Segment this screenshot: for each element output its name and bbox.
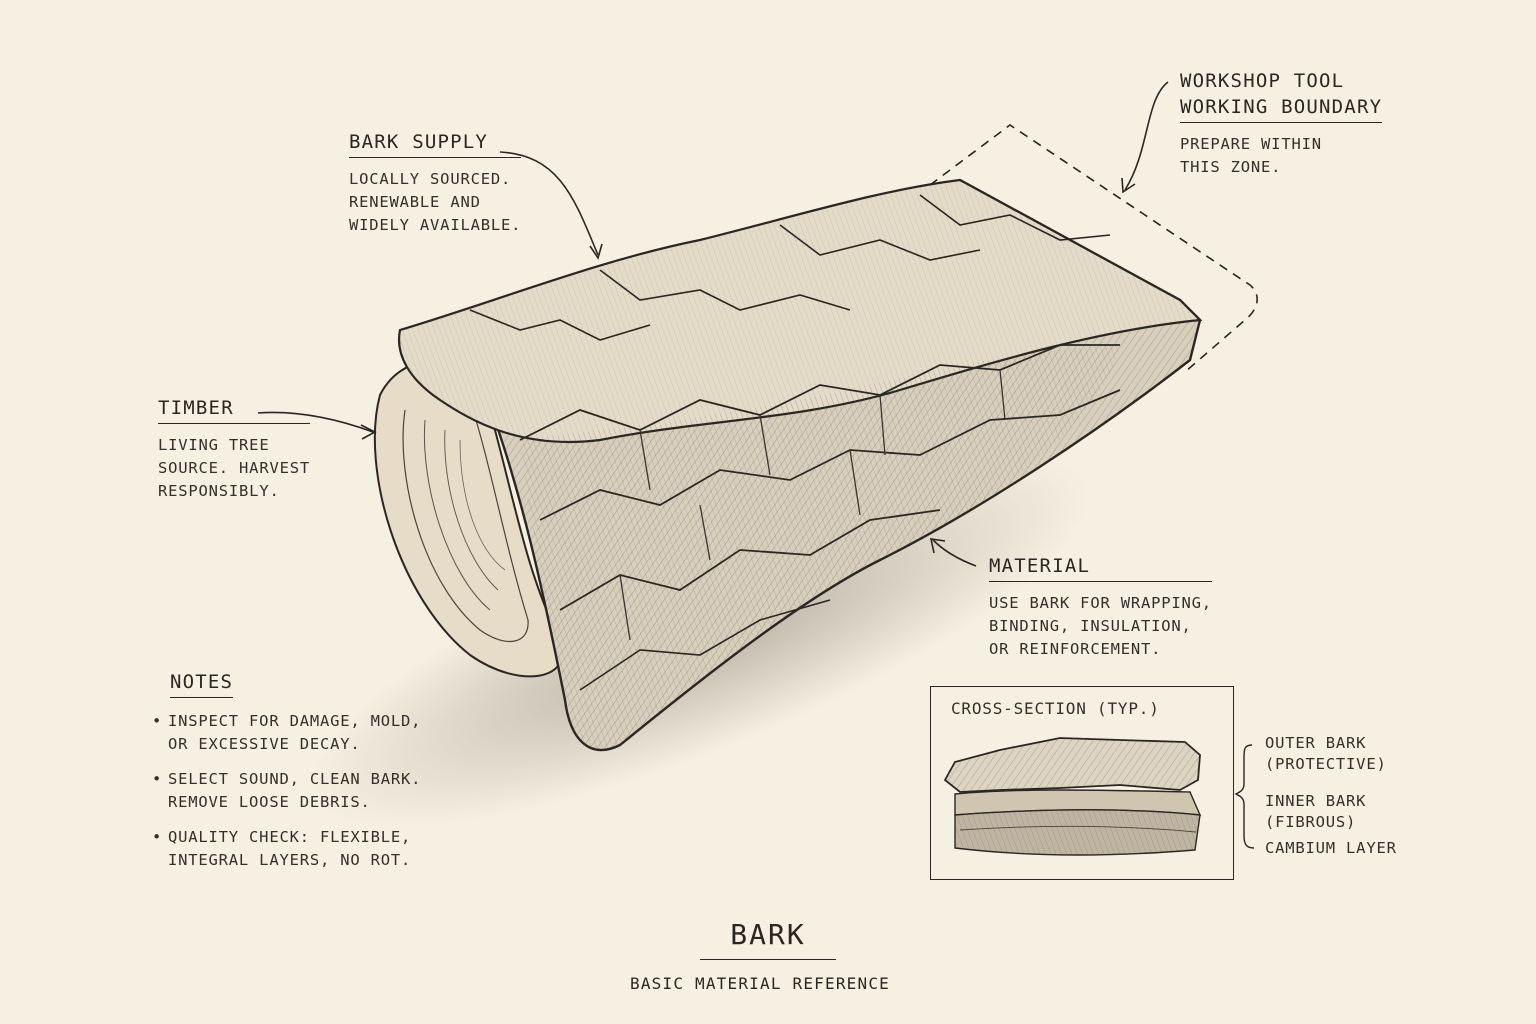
bullet-icon: •	[152, 828, 163, 846]
notes-section: NOTES •INSPECT FOR DAMAGE, MOLD, OR EXCE…	[152, 671, 421, 884]
log-bark-body	[397, 178, 1203, 752]
workshop-boundary-callout: WORKSHOP TOOL WORKING BOUNDARY PREPARE W…	[1180, 70, 1383, 179]
bark-supply-heading: BARK SUPPLY	[349, 131, 522, 158]
arrow-workshop	[1124, 81, 1169, 191]
bark-supply-line: WIDELY AVAILABLE.	[349, 216, 522, 234]
note-item: •SELECT SOUND, CLEAN BARK. REMOVE LOOSE …	[152, 770, 422, 811]
arrow-timber	[257, 411, 374, 433]
material-callout: MATERIAL USE BARK FOR WRAPPING, BINDING,…	[989, 555, 1212, 661]
cs-label-cambium: CAMBIUM LAYER	[1265, 839, 1397, 857]
note-item: •INSPECT FOR DAMAGE, MOLD, OR EXCESSIVE …	[152, 712, 422, 753]
timber-line: SOURCE. HARVEST	[158, 459, 310, 477]
callout-arrows	[257, 81, 1169, 567]
page-subtitle: BASIC MATERIAL REFERENCE	[630, 974, 890, 993]
timber-line: LIVING TREE	[158, 436, 270, 454]
material-heading: MATERIAL	[989, 555, 1212, 582]
bark-supply-callout: BARK SUPPLY LOCALLY SOURCED. RENEWABLE A…	[349, 131, 522, 237]
bullet-icon: •	[152, 712, 163, 730]
timber-heading: TIMBER	[158, 397, 310, 424]
workshop-line: PREPARE WITHIN	[1180, 135, 1322, 153]
notes-heading: NOTES	[170, 671, 234, 698]
cross-section-box: CROSS-SECTION (TYP.)	[930, 686, 1234, 880]
working-boundary-dashed	[929, 124, 1258, 373]
cs-label-inner-bark: INNER BARK (FIBROUS)	[1265, 792, 1367, 831]
timber-line: RESPONSIBLY.	[158, 482, 280, 500]
note-item: •QUALITY CHECK: FLEXIBLE, INTEGRAL LAYER…	[152, 828, 412, 869]
cross-section-drawing	[943, 737, 1202, 856]
bark-supply-line: LOCALLY SOURCED.	[349, 170, 512, 188]
cs-label-outer-bark: OUTER BARK (PROTECTIVE)	[1265, 734, 1387, 773]
bullet-icon: •	[152, 770, 163, 788]
cross-section-brackets	[1234, 744, 1255, 849]
material-line: OR REINFORCEMENT.	[989, 640, 1162, 658]
arrow-bark-supply	[499, 151, 599, 256]
timber-callout: TIMBER LIVING TREE SOURCE. HARVEST RESPO…	[158, 397, 310, 503]
page-title: BARK	[700, 918, 836, 960]
workshop-heading-line1: WORKSHOP TOOL	[1180, 70, 1345, 92]
workshop-line: THIS ZONE.	[1180, 158, 1282, 176]
bark-supply-line: RENEWABLE AND	[349, 193, 481, 211]
cross-section-title: CROSS-SECTION (TYP.)	[951, 699, 1160, 718]
arrow-material	[932, 539, 977, 567]
material-line: USE BARK FOR WRAPPING,	[989, 594, 1212, 612]
material-line: BINDING, INSULATION,	[989, 617, 1192, 635]
workshop-heading-line2: WORKING BOUNDARY	[1180, 96, 1383, 123]
